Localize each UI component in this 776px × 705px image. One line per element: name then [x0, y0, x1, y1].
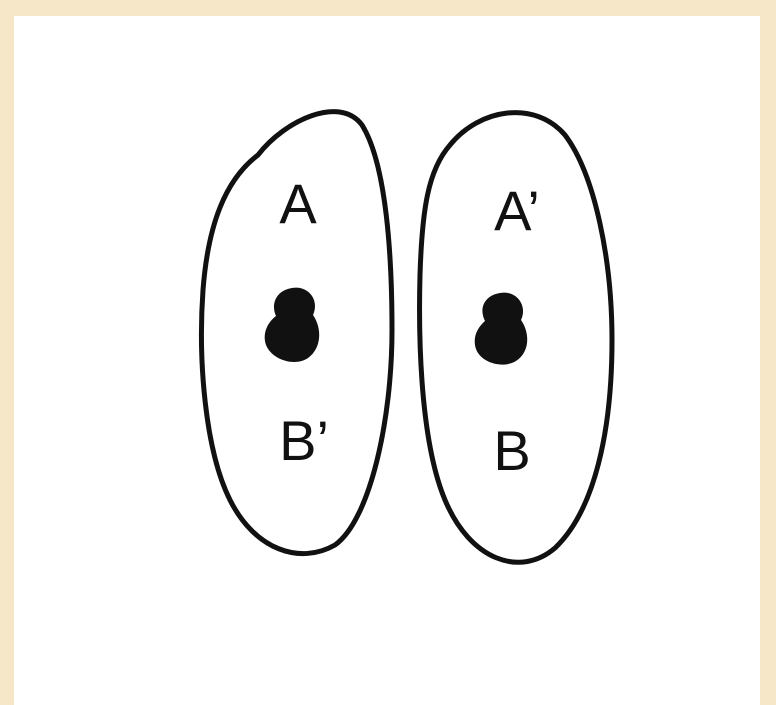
- left-top-label: A: [279, 172, 317, 235]
- left-bottom-label: B’: [279, 409, 329, 472]
- left-centromere: [265, 288, 320, 362]
- right-bottom-label: B: [493, 419, 530, 482]
- right-top-label: A’: [494, 179, 540, 242]
- right-centromere: [475, 293, 528, 365]
